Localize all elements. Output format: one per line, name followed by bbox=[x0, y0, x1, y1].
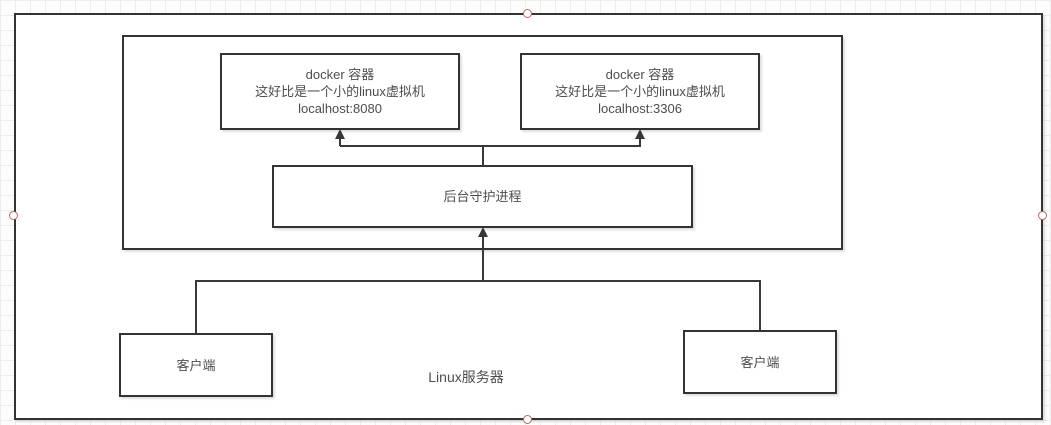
connector-daemon-to-containers-stem[interactable] bbox=[482, 146, 484, 166]
client-label: 客户端 bbox=[740, 354, 780, 370]
selection-handle-left[interactable] bbox=[9, 211, 18, 220]
docker-container-description: 这好比是一个小的linux虚拟机 bbox=[555, 84, 725, 99]
arrowhead-up-container-8080-icon bbox=[335, 129, 345, 139]
connector-daemon-to-containers-horizontal[interactable] bbox=[340, 145, 641, 147]
client-box-right[interactable]: 客户端 bbox=[683, 330, 837, 394]
linux-server-label: Linux服务器 bbox=[428, 369, 504, 385]
selection-handle-bottom[interactable] bbox=[523, 415, 532, 424]
connector-clients-to-daemon-stem[interactable] bbox=[482, 236, 484, 282]
connector-to-container-3306[interactable] bbox=[639, 137, 641, 146]
connector-clients-horizontal[interactable] bbox=[195, 280, 761, 282]
docker-container-box-3306[interactable]: docker 容器 这好比是一个小的linux虚拟机 localhost:330… bbox=[520, 53, 760, 130]
connector-client-left-vertical[interactable] bbox=[195, 282, 197, 333]
docker-container-endpoint: localhost:3306 bbox=[598, 101, 682, 116]
selection-handle-top[interactable] bbox=[523, 9, 532, 18]
connector-to-container-8080[interactable] bbox=[339, 137, 341, 146]
daemon-box[interactable]: 后台守护进程 bbox=[272, 165, 693, 228]
docker-container-title: docker 容器 bbox=[305, 67, 375, 82]
docker-container-description: 这好比是一个小的linux虚拟机 bbox=[255, 84, 425, 99]
daemon-label: 后台守护进程 bbox=[443, 189, 522, 204]
connector-client-right-vertical[interactable] bbox=[759, 282, 761, 330]
docker-container-title: docker 容器 bbox=[605, 67, 675, 82]
client-label: 客户端 bbox=[176, 357, 216, 373]
docker-container-endpoint: localhost:8080 bbox=[298, 101, 382, 116]
selection-handle-right[interactable] bbox=[1038, 211, 1047, 220]
docker-container-box-8080[interactable]: docker 容器 这好比是一个小的linux虚拟机 localhost:808… bbox=[220, 53, 460, 130]
arrowhead-up-daemon-icon bbox=[478, 227, 488, 237]
client-box-left[interactable]: 客户端 bbox=[119, 333, 273, 397]
arrowhead-up-container-3306-icon bbox=[635, 129, 645, 139]
